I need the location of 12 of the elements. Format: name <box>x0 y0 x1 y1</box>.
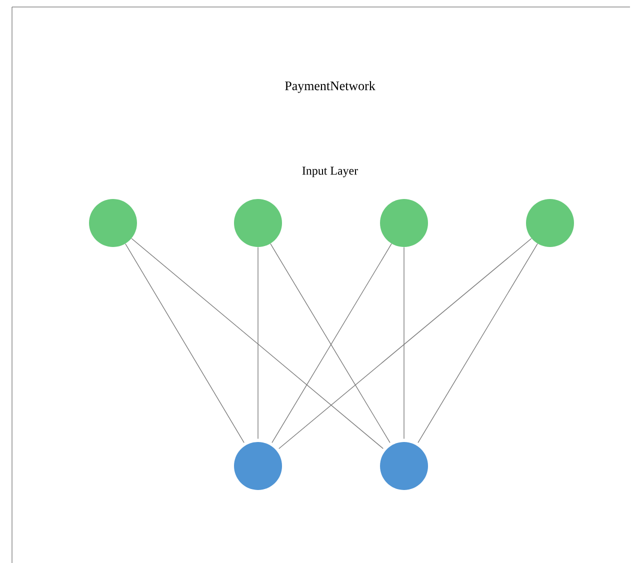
neuron-circle <box>89 199 137 247</box>
connection-line <box>131 238 384 449</box>
neuron-circle <box>526 199 574 247</box>
connection-line <box>278 238 532 449</box>
neuron-circle <box>234 442 282 490</box>
neuron-circle <box>234 199 282 247</box>
layer-label: Input Layer <box>302 166 358 178</box>
neuron-circle <box>380 442 428 490</box>
title: PaymentNetwork <box>285 81 376 93</box>
connection-line <box>125 243 244 443</box>
neuron-circle <box>380 199 428 247</box>
connection-line <box>418 243 538 444</box>
